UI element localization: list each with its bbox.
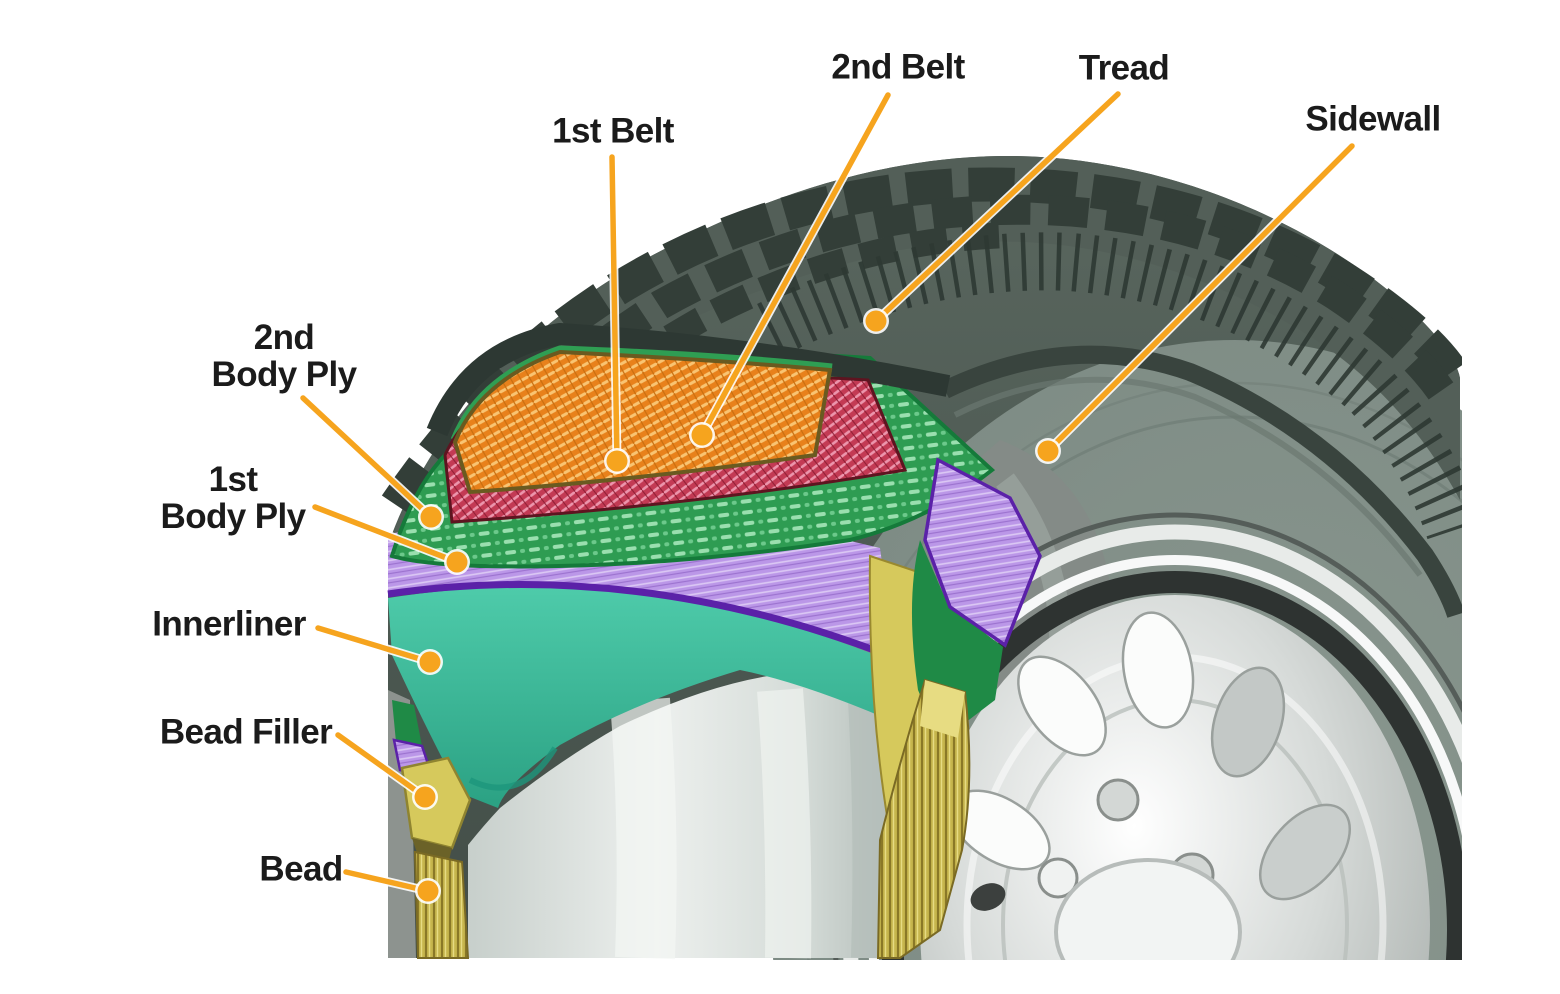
wheel-center-bore: [1054, 858, 1242, 960]
leader-dot-bead-filler: [414, 786, 436, 808]
cutaway-2nd-belt: [452, 349, 833, 495]
leader-dot-innerliner: [419, 651, 441, 673]
cutaway-right-column: [868, 457, 1042, 959]
wheel-vent-holes: [949, 611, 1352, 901]
leader-line-belt-2nd: [699, 92, 891, 438]
leader-line-bead: [343, 869, 431, 894]
leader-line-body-ply-2nd: [300, 395, 434, 520]
leader-line-tread: [873, 91, 1121, 324]
leader-dot-belt-1st: [606, 450, 628, 472]
leader-dot-body-ply-1st: [446, 551, 468, 573]
leader-dot-bead: [417, 880, 439, 902]
leader-dot-body-ply-2nd: [420, 506, 442, 528]
leader-dot-belt-2nd: [691, 424, 713, 446]
leader-line-innerliner: [315, 625, 433, 665]
cutaway-innerliner: [388, 586, 893, 808]
tire-interior: [468, 671, 888, 960]
leader-dot-tread: [865, 310, 887, 332]
leader-line-body-ply-1st: [312, 504, 460, 565]
leader-line-bead-filler: [335, 732, 428, 800]
leader-line-sidewall: [1045, 143, 1355, 454]
leader-line-belt-1st: [609, 154, 620, 464]
leader-dot-sidewall: [1037, 440, 1059, 462]
